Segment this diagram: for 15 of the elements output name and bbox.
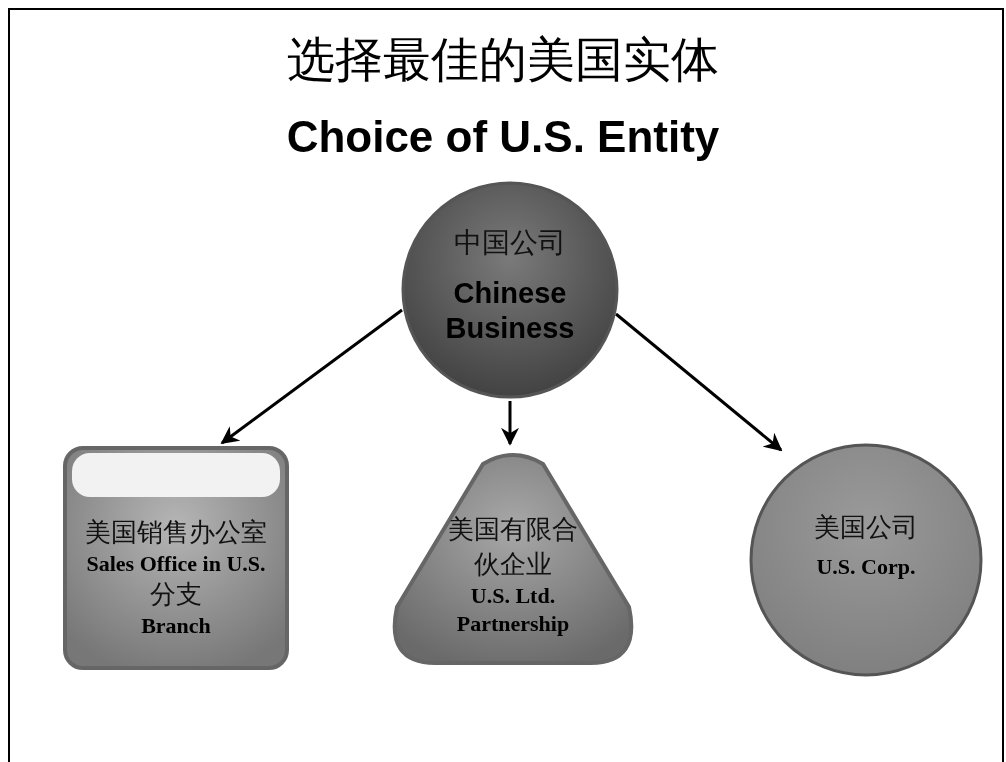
node-text: Branch bbox=[141, 612, 211, 640]
subtitle: Choice of U.S. Entity bbox=[285, 112, 721, 162]
arrow bbox=[501, 401, 519, 446]
node-text: 中国公司 bbox=[454, 225, 566, 262]
node-text: Chinese Business bbox=[444, 276, 576, 346]
node-text: Sales Office in U.S. bbox=[86, 549, 266, 577]
arrow bbox=[220, 308, 403, 445]
arrow bbox=[615, 312, 783, 452]
node-text: 美国公司 bbox=[814, 510, 918, 544]
node-text: 美国销售办公室 bbox=[85, 515, 267, 549]
title: 选择最佳的美国实体 bbox=[286, 30, 720, 89]
node-text: 美国有限合伙企业 bbox=[447, 513, 579, 581]
node-text: U.S. Corp. bbox=[816, 552, 916, 581]
node-text: U.S. Ltd. Partnership bbox=[455, 582, 571, 637]
node-text: 分支 bbox=[150, 578, 202, 611]
